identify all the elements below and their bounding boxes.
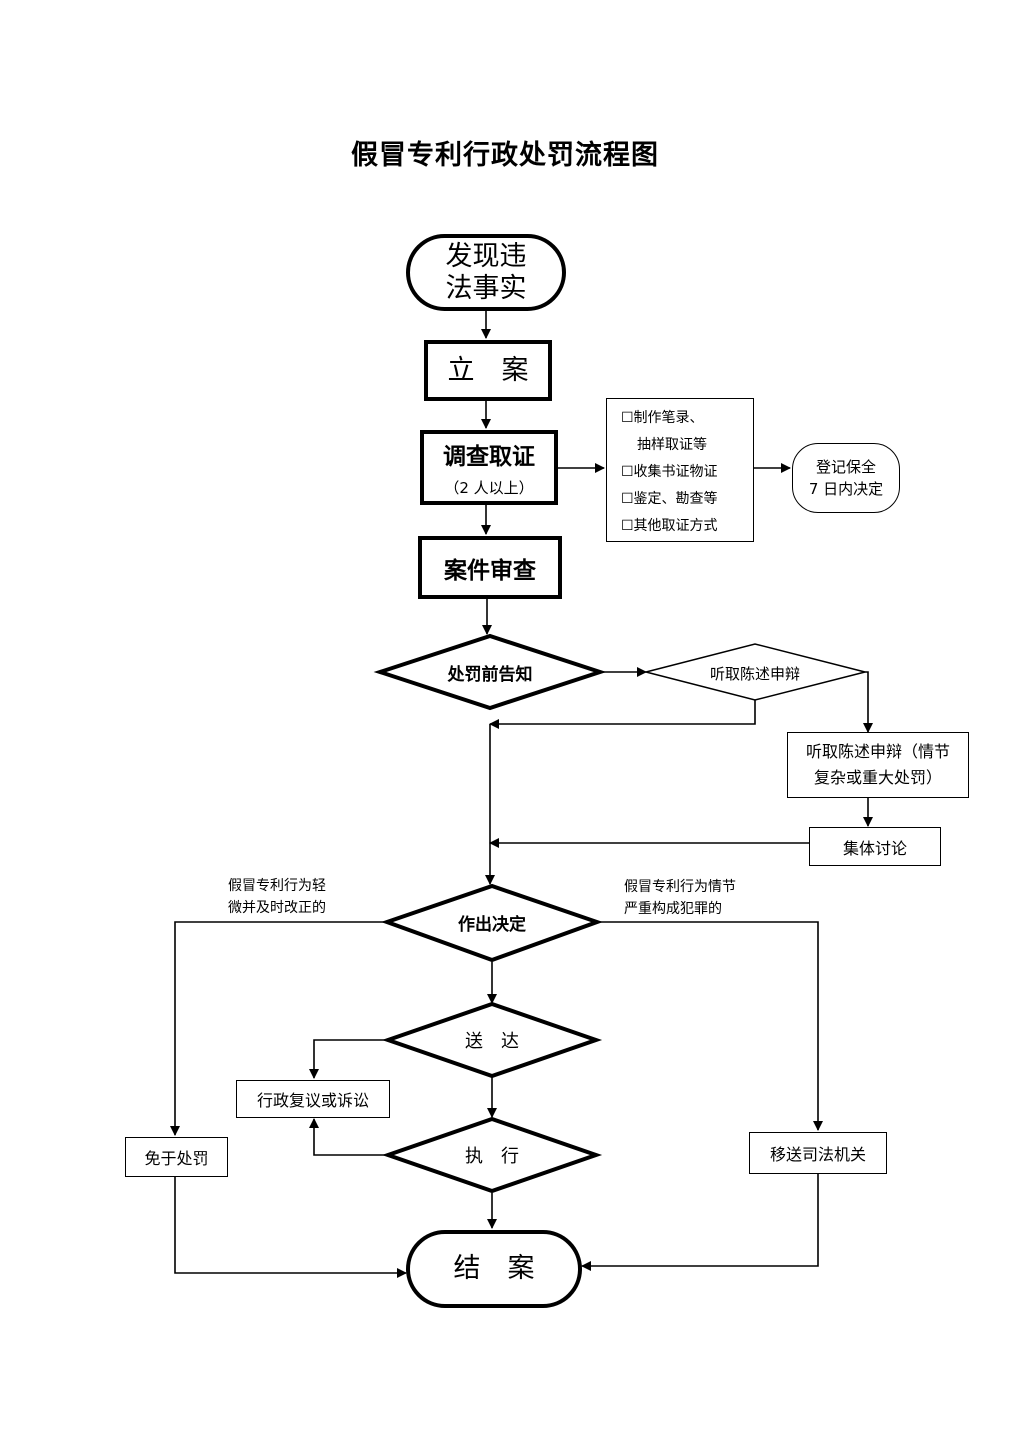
hearing-complex-line2: 复杂或重大处罚） <box>813 768 942 787</box>
discover-line2: 法事实 <box>445 272 527 304</box>
decision-label: 作出决定 <box>458 914 526 935</box>
evidence-item: 抽样取证等 <box>637 437 707 453</box>
review-label: 案件审查 <box>444 557 536 584</box>
serve-diamond <box>381 1001 603 1079</box>
review-node: 案件审查 <box>418 536 562 599</box>
transfer-node: 移送司法机关 <box>749 1132 887 1174</box>
register-line2: 7 日内决定 <box>808 480 884 498</box>
serious-line1: 假冒专利行为情节 <box>624 879 736 895</box>
decision-diamond <box>380 883 604 963</box>
evidence-item: ☐鉴定、勘查等 <box>621 491 718 507</box>
serve-label: 送 达 <box>465 1031 519 1052</box>
prenotice-diamond <box>373 633 607 711</box>
exempt-node: 免于处罚 <box>125 1137 228 1177</box>
collective-node: 集体讨论 <box>809 827 941 866</box>
exempt-label: 免于处罚 <box>144 1149 209 1168</box>
register-line1: 登记保全 <box>815 458 876 476</box>
arrow-decision-to-transfer <box>597 921 823 1131</box>
evidence-list: ☐制作笔录、 抽样取证等 ☐收集书证物证 ☐鉴定、勘查等 ☐其他取证方式 <box>606 398 754 542</box>
serious-violation-label: 假冒专利行为情节 严重构成犯罪的 <box>624 876 736 920</box>
arrow-serve-to-reconsideration <box>309 1039 388 1079</box>
hearing-diamond <box>645 643 866 701</box>
evidence-item: ☐其他取证方式 <box>621 518 718 534</box>
prenotice-label: 处罚前告知 <box>447 664 533 685</box>
arrow-hearing-return <box>489 700 756 729</box>
minor-line2: 微并及时改正的 <box>228 900 326 916</box>
arrow-hearing-to-complex <box>863 671 873 733</box>
page-title: 假冒专利行政处罚流程图 <box>351 140 659 171</box>
discover-line1: 发现违 <box>445 240 527 272</box>
reconsideration-label: 行政复议或诉讼 <box>256 1091 369 1110</box>
transfer-label: 移送司法机关 <box>769 1145 866 1164</box>
evidence-item: ☐制作笔录、 <box>621 410 704 426</box>
hearing-complex-node: 听取陈述申辩（情节 复杂或重大处罚） <box>787 732 969 798</box>
reconsideration-node: 行政复议或诉讼 <box>236 1080 390 1118</box>
filing-label: 立 案 <box>447 354 529 386</box>
arrow-decision-to-exempt <box>170 921 387 1136</box>
hearing-complex-line1: 听取陈述申辩（情节 <box>805 742 950 761</box>
close-label: 结 案 <box>453 1253 535 1284</box>
discover-node: 发现违 法事实 <box>406 234 566 311</box>
filing-node: 立 案 <box>424 340 552 401</box>
collective-label: 集体讨论 <box>842 838 907 858</box>
register-node: 登记保全 7 日内决定 <box>792 443 900 513</box>
minor-violation-label: 假冒专利行为轻 微并及时改正的 <box>228 875 326 919</box>
execute-label: 执 行 <box>465 1146 519 1167</box>
close-node: 结 案 <box>406 1230 582 1308</box>
serious-line2: 严重构成犯罪的 <box>624 901 722 917</box>
evidence-item: ☐收集书证物证 <box>621 464 718 480</box>
arrow-exempt-to-close <box>174 1177 407 1278</box>
minor-line1: 假冒专利行为轻 <box>228 878 326 894</box>
hearing-label: 听取陈述申辩 <box>709 664 800 683</box>
investigate-label: 调查取证 <box>443 444 535 470</box>
investigate-note: （2 人以上） <box>444 479 534 497</box>
execute-diamond <box>381 1116 603 1194</box>
arrow-transfer-to-close <box>581 1174 819 1271</box>
investigate-node: 调查取证 （2 人以上） <box>420 430 558 505</box>
arrow-execute-to-reconsideration <box>309 1118 388 1156</box>
